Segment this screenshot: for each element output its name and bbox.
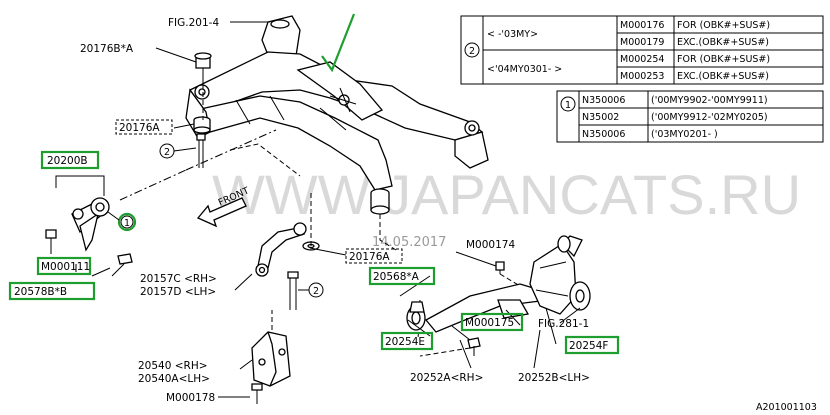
part-20540A-LH[interactable]: 20540A<LH> bbox=[138, 373, 210, 385]
table-2: 2 bbox=[460, 15, 824, 85]
part-20254F[interactable]: 20254F bbox=[569, 340, 608, 352]
table-2-part-2[interactable]: M000179 bbox=[620, 37, 664, 48]
watermark: WWW.JAPANCATS.RU bbox=[212, 163, 801, 226]
part-20578B-B[interactable]: 20578B*B bbox=[14, 286, 67, 298]
fig-ref-top[interactable]: FIG.201-4 bbox=[168, 17, 219, 29]
callout-2-upper[interactable]: 2 bbox=[159, 143, 175, 159]
watermark-date: 14.05.2017 bbox=[372, 235, 446, 250]
long-bolt-left[interactable] bbox=[196, 133, 206, 168]
highlight-20578B-B bbox=[8, 281, 96, 301]
part-20176A-box-2 bbox=[345, 248, 403, 264]
part-20200B[interactable]: 20200B bbox=[47, 155, 88, 167]
fig-ref-knuckle[interactable]: FIG.281-1 bbox=[538, 318, 589, 330]
svg-text:1: 1 bbox=[124, 218, 130, 229]
adjusting-bolt[interactable] bbox=[451, 325, 481, 356]
table-1: 1 bbox=[556, 90, 824, 143]
callout-2-lower[interactable]: 2 bbox=[308, 282, 324, 298]
part-M000111[interactable]: M000111 bbox=[41, 261, 90, 273]
table-2-note-4: EXC.(OBK#+SUS#) bbox=[677, 71, 769, 82]
knuckle-bushing[interactable] bbox=[557, 235, 571, 253]
part-M000175[interactable]: M000175 bbox=[465, 317, 514, 329]
highlight-20200B bbox=[40, 150, 100, 170]
check-mark-annotation bbox=[321, 13, 356, 73]
part-20568-A[interactable]: 20568*A bbox=[373, 271, 420, 283]
table-2-note-3: FOR (OBK#+SUS#) bbox=[677, 54, 770, 65]
table-1-range-1: ('00MY9902-'00MY9911) bbox=[651, 95, 768, 106]
table-1-range-2: ('00MY9912-'02MY0205) bbox=[651, 112, 768, 123]
link-bolt-lower[interactable] bbox=[111, 253, 133, 277]
table-2-range-1: < -'03MY> bbox=[487, 29, 538, 40]
highlight-20568-A bbox=[368, 266, 436, 286]
table-2-marker: 2 bbox=[469, 46, 475, 57]
part-20176B-A[interactable]: 20176B*A bbox=[80, 43, 134, 55]
upper-bolt[interactable] bbox=[194, 52, 212, 84]
table-1-part-2[interactable]: N35002 bbox=[582, 112, 619, 123]
table-2-note-2: EXC.(OBK#+SUS#) bbox=[677, 37, 769, 48]
table-1-part-3[interactable]: N350006 bbox=[582, 129, 625, 140]
part-20254E[interactable]: 20254E bbox=[385, 336, 425, 348]
part-20252B-LH[interactable]: 20252B<LH> bbox=[518, 372, 590, 384]
part-20540-RH[interactable]: 20540 <RH> bbox=[138, 360, 208, 372]
highlight-M000111 bbox=[36, 256, 92, 276]
part-M000178[interactable]: M000178 bbox=[166, 392, 215, 404]
stabilizer-link[interactable] bbox=[255, 222, 307, 277]
part-20176A-1[interactable]: 20176A bbox=[119, 122, 160, 134]
table-2-note-1: FOR (OBK#+SUS#) bbox=[677, 20, 770, 31]
table-2-rows: < -'03MY> M000176 FOR (OBK#+SUS#) M00017… bbox=[487, 20, 770, 82]
table-1-part-1[interactable]: N350006 bbox=[582, 95, 625, 106]
highlight-20254F bbox=[564, 335, 620, 355]
side-bushing[interactable] bbox=[193, 116, 211, 134]
highlight-20254E bbox=[380, 331, 434, 351]
callout-1-highlighted[interactable]: 1 bbox=[117, 212, 137, 232]
svg-text:2: 2 bbox=[164, 147, 170, 158]
table-1-range-3: ('03MY0201- ) bbox=[651, 129, 718, 140]
table-2-range-2: <'04MY0301- > bbox=[487, 64, 562, 75]
drawing-id: A201001103 bbox=[756, 402, 817, 413]
part-20252A-RH[interactable]: 20252A<RH> bbox=[410, 372, 483, 384]
table-2-part-1[interactable]: M000176 bbox=[620, 20, 664, 31]
link-bolt[interactable] bbox=[45, 229, 57, 254]
table-2-part-3[interactable]: M000254 bbox=[620, 54, 664, 65]
svg-text:2: 2 bbox=[313, 286, 319, 297]
part-20157C-RH[interactable]: 20157C <RH> bbox=[140, 273, 217, 285]
lateral-link[interactable] bbox=[71, 197, 110, 252]
highlight-M000175 bbox=[460, 312, 524, 332]
long-bolt-lower[interactable] bbox=[287, 271, 299, 310]
part-20157D-LH[interactable]: 20157D <LH> bbox=[140, 286, 216, 298]
part-20176A-box bbox=[115, 119, 173, 135]
part-20176A-2[interactable]: 20176A bbox=[349, 251, 390, 263]
table-1-marker: 1 bbox=[565, 100, 571, 111]
part-M000174[interactable]: M000174 bbox=[466, 239, 515, 251]
rear-bracket[interactable] bbox=[251, 331, 291, 387]
table-2-part-4[interactable]: M000253 bbox=[620, 71, 664, 82]
rear-knuckle[interactable] bbox=[529, 235, 591, 315]
bracket-bolt[interactable] bbox=[251, 383, 263, 404]
knuckle-nut[interactable] bbox=[495, 261, 505, 274]
table-1-rows: N350006 ('00MY9902-'00MY9911) N35002 ('0… bbox=[582, 95, 768, 140]
